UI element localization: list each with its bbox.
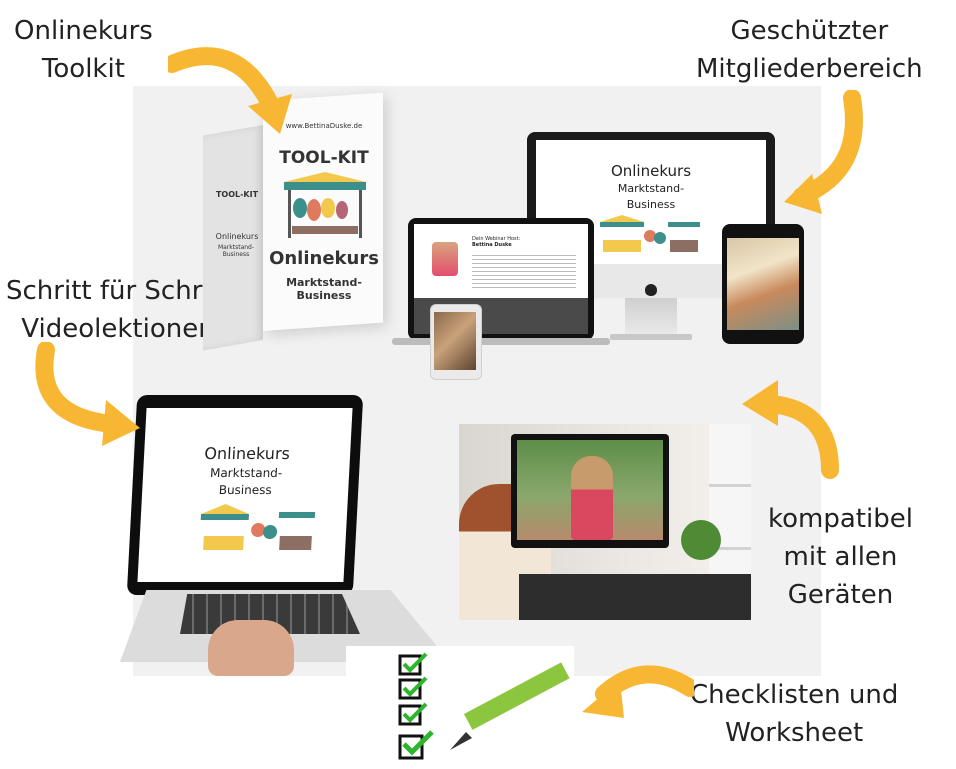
monitor-stall-illustration	[600, 215, 700, 252]
large-laptop-line3: Business	[218, 483, 273, 497]
callout-members: Geschützter Mitgliederbereich	[696, 12, 923, 88]
video-presenter	[571, 456, 613, 540]
webinar-photo	[459, 424, 751, 620]
potted-plant	[681, 520, 721, 560]
callout-checklists: Checklisten und Worksheet	[690, 676, 898, 752]
host-name: Bettina Duske	[472, 242, 512, 248]
toolkit-side-title: TOOL-KIT	[215, 190, 259, 199]
toolkit-url: www.BettinaDuske.de	[285, 122, 363, 130]
large-laptop-stall-illustration	[200, 504, 316, 550]
host-text-lines	[472, 252, 576, 288]
callout-toolkit-line1: Onlinekurs	[14, 16, 153, 46]
monitor-line2: Marktstand-	[617, 182, 685, 195]
market-stall-illustration	[284, 172, 366, 238]
host-heading: Dein Webinar Host:	[472, 236, 521, 242]
monitor-stand	[625, 298, 677, 336]
callout-videos-line1: Schritt für Schritt	[6, 276, 231, 306]
host-photo	[432, 242, 458, 276]
arrow-members-icon	[784, 90, 863, 214]
callout-devices-line1: kompatibel	[768, 504, 913, 534]
callout-videos: Schritt für Schritt Videolektionen	[6, 272, 230, 348]
callout-toolkit: Onlinekurs Toolkit	[14, 12, 153, 88]
callout-devices-line2: mit allen	[783, 542, 898, 572]
hand-on-touchpad	[208, 620, 294, 676]
large-laptop-line1: Onlinekurs	[203, 444, 291, 463]
callout-devices-line3: Geräten	[787, 580, 894, 610]
arrow-checklists-icon	[582, 665, 694, 718]
monitor-line3: Business	[626, 198, 676, 211]
monitor-line1: Onlinekurs	[610, 162, 692, 180]
small-laptop-base	[392, 338, 610, 345]
callout-toolkit-line2: Toolkit	[41, 54, 125, 84]
checklist-drawing	[398, 652, 570, 760]
toolkit-subtitle: Marktstand-Business	[286, 276, 362, 302]
desk-surface	[519, 574, 751, 620]
callout-members-line2: Mitgliederbereich	[696, 54, 923, 84]
large-laptop-line2: Marktstand-	[209, 466, 283, 480]
arrow-videos-icon	[35, 342, 140, 446]
callout-checklists-line1: Checklisten und	[690, 680, 899, 710]
tablet-screen-photo	[727, 238, 799, 330]
toolkit-side-course: Onlinekurs	[215, 232, 259, 241]
phone-screen-photo	[434, 312, 476, 370]
apple-logo-icon	[645, 284, 657, 296]
toolkit-side-subtitle: Marktstand-Business	[217, 244, 255, 258]
toolkit-course: Onlinekurs	[269, 248, 379, 269]
callout-checklists-line2: Worksheet	[725, 718, 864, 748]
arrow-toolkit-icon	[168, 47, 292, 134]
large-laptop-screen: Onlinekurs Marktstand- Business	[137, 408, 353, 582]
arrow-devices-icon	[742, 380, 839, 479]
callout-members-line1: Geschützter	[730, 16, 889, 46]
monitor-foot	[610, 334, 692, 340]
checklist-graphic	[346, 646, 574, 765]
callout-videos-line2: Videolektionen	[21, 314, 215, 344]
toolkit-title: TOOL-KIT	[279, 148, 369, 168]
callout-devices: kompatibel mit allen Geräten	[768, 500, 913, 614]
